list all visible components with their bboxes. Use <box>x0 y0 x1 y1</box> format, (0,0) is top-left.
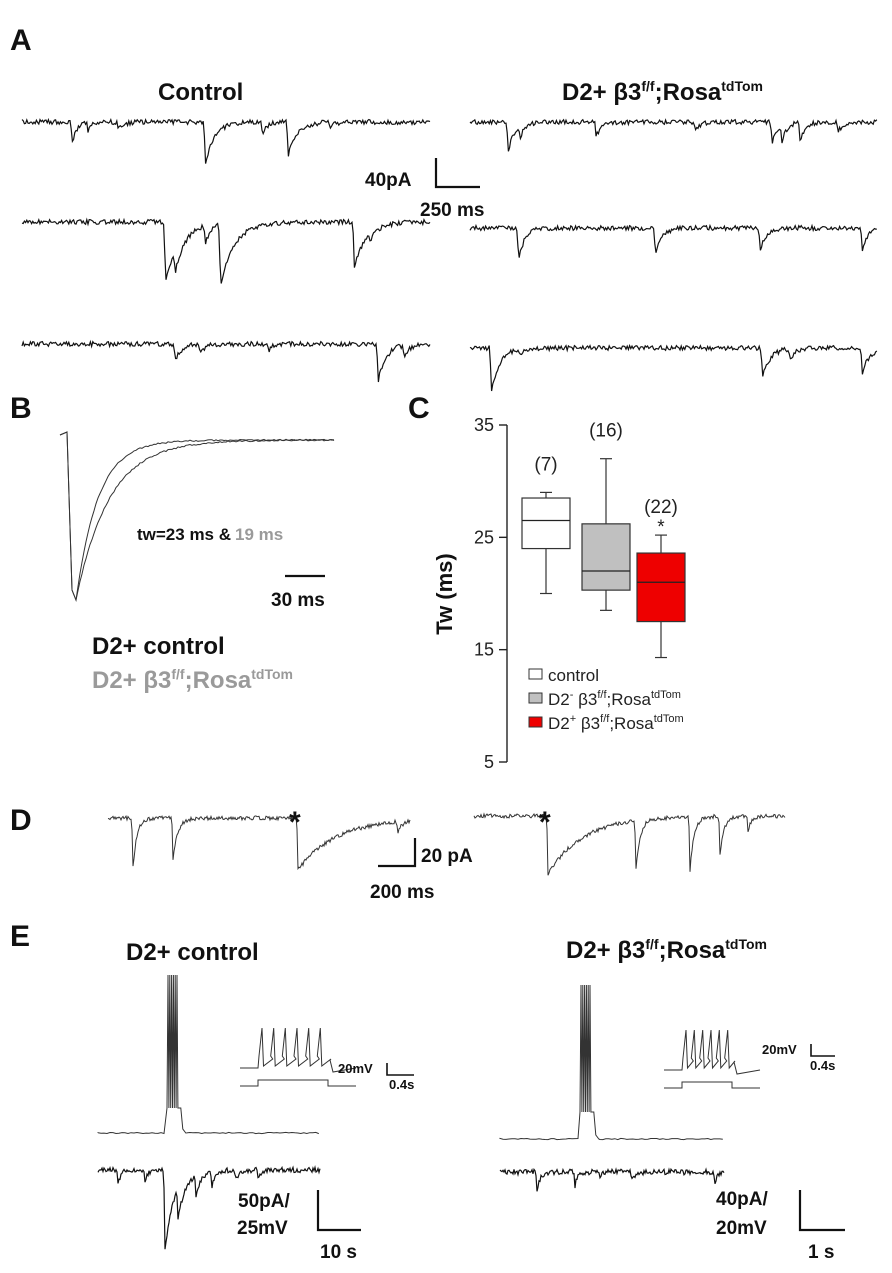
panel-a-scale-y: 40pA <box>365 170 412 191</box>
panel-d-label: D <box>10 804 32 837</box>
y-tick-label-5: 5 <box>484 752 494 772</box>
panel-a-trace-5 <box>21 339 431 383</box>
panel-e-label: E <box>10 920 30 953</box>
panel-c-y-ticks: 5 15 25 35 <box>474 415 507 772</box>
panel-e-left-inset <box>240 1027 357 1087</box>
panel-d-scale-x: 200 ms <box>370 882 434 903</box>
panel-b-tw-label: tw=23 ms &19 ms <box>137 525 283 544</box>
panel-e-left-title: D2+ control <box>126 939 259 966</box>
panel-a-traces <box>21 117 878 392</box>
n-label: (16) <box>589 421 623 442</box>
box-iqr <box>636 552 686 623</box>
legend-label-d2-minus: D2- β3f/f;RosatdTom <box>548 689 681 709</box>
inset-voltage <box>240 1027 357 1073</box>
inset-voltage <box>664 1029 761 1075</box>
panel-d-star-right: * <box>539 806 551 839</box>
legend-swatch-control <box>528 668 543 680</box>
panel-a-scale-x: 250 ms <box>420 200 484 221</box>
panel-d-trace-2 <box>473 812 786 876</box>
n-label: (22) <box>644 497 678 518</box>
panel-b-label: B <box>10 392 32 425</box>
panel-a-scale-bar <box>434 158 480 189</box>
panel-e-traces <box>97 974 761 1250</box>
panel-a-trace-6 <box>469 343 878 392</box>
box-iqr <box>521 497 571 550</box>
panel-e-right-scale-y2: 20mV <box>716 1218 767 1239</box>
panel-c-label: C <box>408 392 430 425</box>
panel-a-trace-4 <box>469 223 877 258</box>
panel-e-right-title: D2+ β3f/f;RosatdTom <box>566 936 767 964</box>
panel-b-trace-control <box>59 431 335 602</box>
panel-e-right-inset-x: 0.4s <box>810 1058 835 1073</box>
panel-e-right-inset-y: 20mV <box>762 1042 797 1057</box>
panel-a-trace-2 <box>469 118 878 152</box>
panel-d-scale-y: 20 pA <box>421 846 473 867</box>
panel-d-traces <box>107 812 786 876</box>
panel-e-right-inset <box>664 1029 761 1089</box>
panel-e-left-scale-x: 10 s <box>320 1242 357 1263</box>
n-label: (7) <box>534 454 557 475</box>
legend-label-d2-plus: D2+ β3f/f;RosatdTom <box>548 713 684 733</box>
panel-e-left-inset-scale-bar <box>386 1063 414 1076</box>
box-iqr <box>581 523 631 591</box>
panel-e-right-scale-bar <box>798 1190 845 1232</box>
box-2: (16) <box>581 421 631 611</box>
panel-d-star-left: * <box>289 806 301 839</box>
legend-label-control: control <box>548 666 599 685</box>
legend-swatch-d2-minus <box>528 692 543 704</box>
panel-e: E D2+ control D2+ β3f/f;RosatdTom 20mV 0… <box>10 920 845 1263</box>
panel-e-right-scale-x: 1 s <box>808 1242 834 1263</box>
y-tick-label-25: 25 <box>474 527 494 547</box>
panel-a-trace-1 <box>21 117 431 164</box>
panel-e-right-scale-y1: 40pA/ <box>716 1189 768 1210</box>
panel-b-scale-x: 30 ms <box>271 590 325 611</box>
y-tick-label-35: 35 <box>474 415 494 435</box>
panel-b: B tw=23 ms &19 ms 30 ms D2+ control D2+ … <box>10 392 335 694</box>
panel-e-left-scale-y2: 25mV <box>237 1218 288 1239</box>
panel-b-trace-ko <box>59 431 335 602</box>
panel-c-y-label: Tw (ms) <box>432 553 457 634</box>
panel-b-legend-ko: D2+ β3f/f;RosatdTom <box>92 666 293 694</box>
significance-star: * <box>657 517 665 538</box>
panel-d: D * * 20 pA 200 ms <box>10 804 786 903</box>
inset-current-step <box>240 1079 356 1087</box>
panel-e-right-inset-scale-bar <box>810 1044 835 1057</box>
panel-a: A Control D2+ β3f/f;RosatdTom 40pA 250 m… <box>10 24 878 392</box>
panel-e-right-voltage-trace <box>499 984 723 1141</box>
panel-a-label: A <box>10 24 32 57</box>
panel-e-left-scale-bar <box>316 1190 361 1232</box>
legend-swatch-d2-plus <box>528 716 543 728</box>
panel-e-left-current-trace <box>97 1165 321 1250</box>
panel-d-trace-1 <box>107 814 411 871</box>
inset-current-step <box>664 1081 760 1089</box>
panel-e-left-inset-y: 20mV <box>338 1061 373 1076</box>
panel-a-right-title: D2+ β3f/f;RosatdTom <box>562 78 763 106</box>
box-3: (22)* <box>636 497 686 659</box>
panel-e-left-scale-y1: 50pA/ <box>238 1191 290 1212</box>
panel-d-scale-bar <box>378 838 417 868</box>
panel-a-trace-3 <box>21 217 431 284</box>
y-tick-label-15: 15 <box>474 640 494 660</box>
panel-c-legend: control D2- β3f/f;RosatdTom D2+ β3f/f;Ro… <box>528 666 684 733</box>
panel-e-left-inset-x: 0.4s <box>389 1077 414 1092</box>
panel-c-chart: 5 15 25 35 Tw (ms) (7) (16) (22)* <box>432 415 686 772</box>
panel-a-left-title: Control <box>158 79 243 106</box>
panel-c-boxes: (7) (16) (22)* <box>521 421 686 659</box>
panel-c: C 5 15 25 35 Tw (ms) (7) (16) (22)* control D… <box>408 392 686 772</box>
panel-e-right-current-trace <box>499 1167 725 1192</box>
panel-e-left-voltage-trace <box>97 974 319 1135</box>
panel-b-legend-control: D2+ control <box>92 633 225 660</box>
box-1: (7) <box>521 454 571 595</box>
